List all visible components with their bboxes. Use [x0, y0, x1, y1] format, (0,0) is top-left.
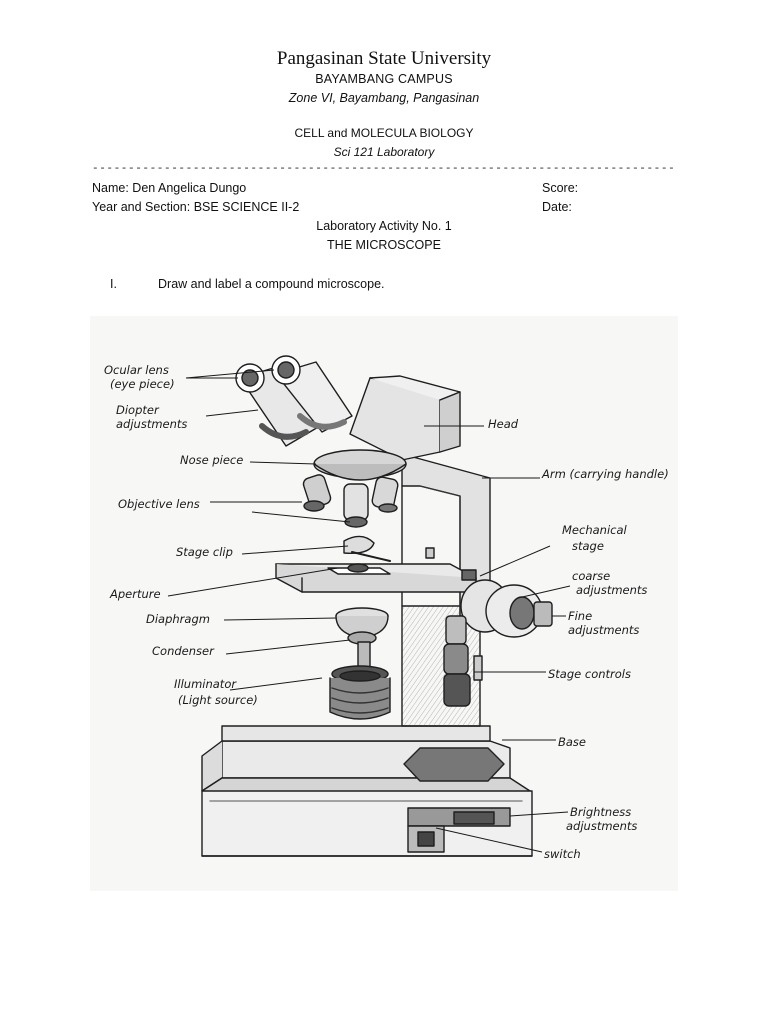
label-condenser: Condenser — [152, 644, 215, 658]
label-diopter-adjustments: adjustments — [116, 417, 187, 431]
label-switch: switch — [544, 847, 581, 861]
label-brightness: Brightness — [570, 805, 631, 819]
campus-address: Zone VI, Bayambang, Pangasinan — [288, 91, 480, 105]
student-name: Name: Den Angelica Dungo — [92, 181, 247, 195]
label-base: Base — [558, 735, 586, 749]
label-diaphragm: Diaphragm — [146, 612, 210, 626]
instruction-numeral: I. — [110, 277, 117, 291]
label-ocular-lens: Ocular lens — [104, 363, 169, 377]
year-section: Year and Section: BSE SCIENCE II-2 — [92, 200, 300, 214]
label-coarse-adjustments: adjustments — [576, 583, 647, 597]
label-stage-controls: Stage controls — [548, 667, 631, 681]
activity-title: THE MICROSCOPE — [327, 238, 441, 252]
label-fine-adjustments: adjustments — [568, 623, 639, 637]
label-mechanical-stage: stage — [572, 539, 604, 553]
university-name: Pangasinan State University — [276, 48, 492, 69]
label-arm: Arm (carrying handle) — [541, 467, 669, 481]
label-diopter: Diopter — [116, 403, 160, 417]
campus-name: BAYAMBANG CAMPUS — [315, 72, 453, 86]
date-label: Date: — [542, 200, 572, 214]
label-nose-piece: Nose piece — [180, 453, 243, 467]
microscope-illustration: Ocular lens (eye piece) Diopter adjustme… — [104, 355, 669, 861]
label-ocular-eyepiece: (eye piece) — [110, 377, 175, 391]
label-light-source: (Light source) — [178, 693, 258, 707]
label-stage-clip: Stage clip — [176, 545, 233, 559]
course-title: CELL and MOLECULA BIOLOGY — [294, 126, 474, 140]
label-objective-lens: Objective lens — [118, 497, 200, 511]
label-illuminator: Illuminator — [174, 677, 237, 691]
activity-number: Laboratory Activity No. 1 — [316, 219, 452, 233]
label-fine: Fine — [568, 609, 592, 623]
score-label: Score: — [542, 181, 579, 195]
divider-line: ----------------------------------------… — [92, 163, 674, 175]
label-aperture: Aperture — [109, 587, 161, 601]
label-mechanical: Mechanical — [562, 523, 628, 537]
lab-code: Sci 121 Laboratory — [333, 145, 435, 159]
label-coarse: coarse — [572, 569, 610, 583]
instruction-text: Draw and label a compound microscope. — [158, 277, 385, 291]
label-head: Head — [488, 417, 519, 431]
microscope-drawing: Ocular lens (eye piece) Diopter adjustme… — [90, 316, 678, 891]
label-brightness-adjustments: adjustments — [566, 819, 637, 833]
